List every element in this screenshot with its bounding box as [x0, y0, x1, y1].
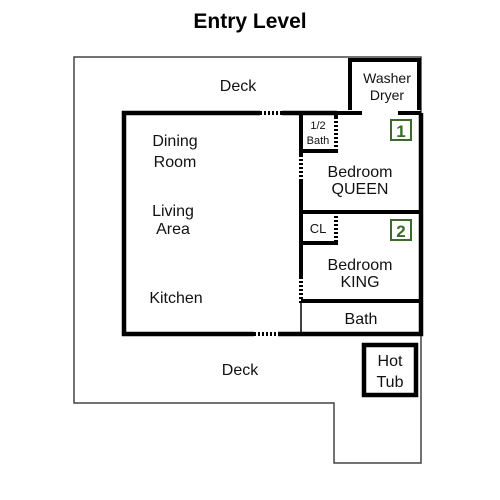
bedroom2-badge-number: 2	[396, 222, 405, 241]
half-bath-label-2: Bath	[307, 135, 330, 147]
dining-room-label: Room	[154, 154, 197, 171]
hot-label: Hot	[378, 353, 403, 370]
dryer-label: Dryer	[370, 87, 405, 103]
half-bath-label-1: 1/2	[310, 120, 325, 132]
closet-label: CL	[310, 221, 327, 236]
bedroom1-label: Bedroom	[328, 164, 393, 181]
deck-top-label: Deck	[220, 78, 257, 95]
bedroom1-badge	[390, 119, 412, 141]
kitchen-label: Kitchen	[149, 290, 202, 307]
bedroom2-label: Bedroom	[328, 257, 393, 274]
bedroom2-badge	[390, 219, 412, 241]
washer-dryer-wall	[348, 58, 421, 110]
dining-label: Dining	[152, 133, 197, 150]
bath-label: Bath	[345, 311, 378, 328]
bedroom1-badge-number: 1	[396, 122, 405, 141]
house-walls	[121, 110, 424, 337]
living-label: Living	[152, 203, 194, 220]
deck-bottom-label: Deck	[222, 362, 259, 379]
hot-tub	[361, 342, 419, 398]
washer-label: Washer	[363, 70, 411, 86]
bedroom1-size-label: QUEEN	[332, 181, 389, 198]
page-title: Entry Level	[193, 10, 307, 33]
bedroom2-size-label: KING	[340, 274, 379, 291]
deck-outline	[73, 56, 422, 464]
living-area-label: Area	[156, 221, 190, 238]
tub-label: Tub	[377, 374, 404, 391]
